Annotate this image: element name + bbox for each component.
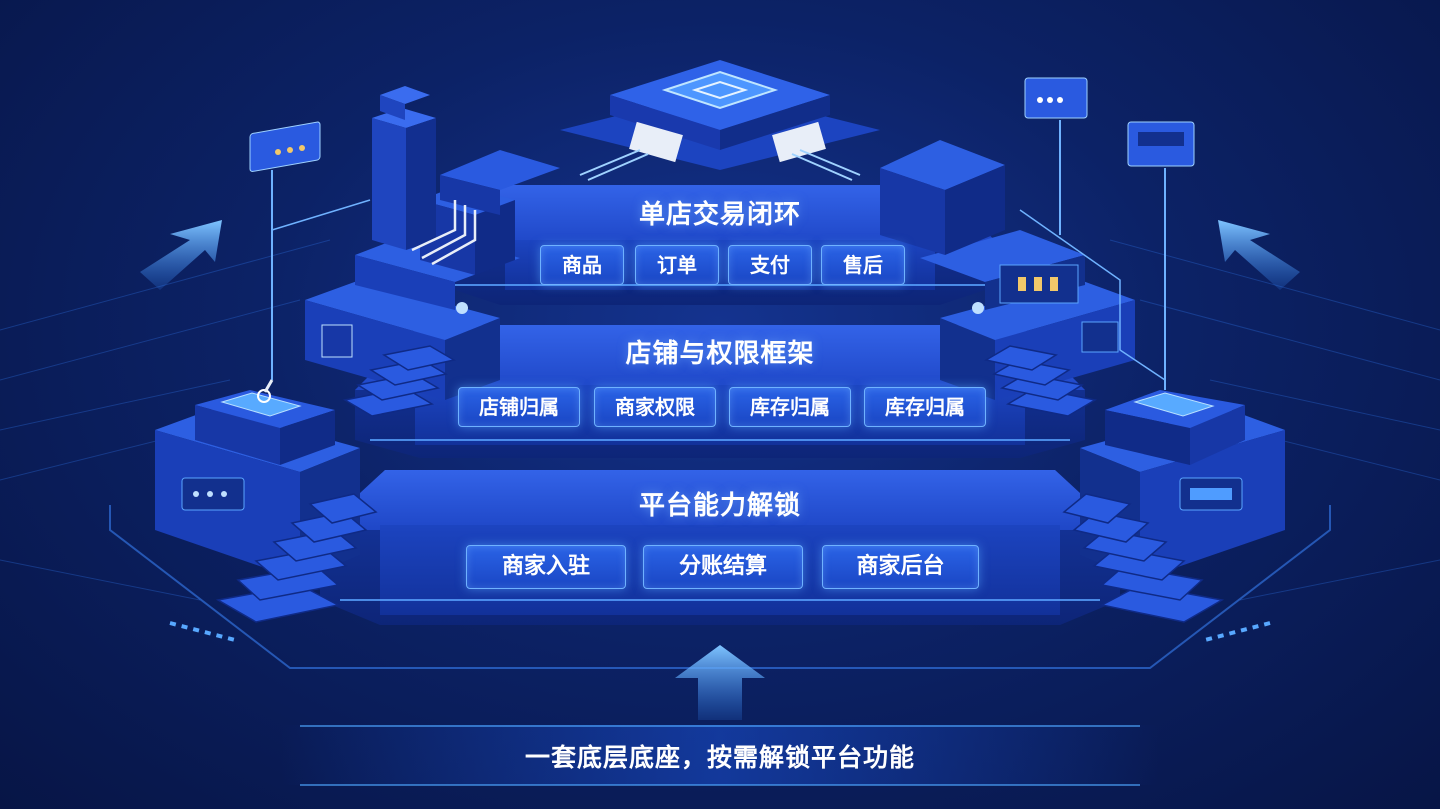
up-arrow-left-icon [140, 220, 222, 290]
chip-split-settlement: 分账结算 [643, 545, 803, 589]
sensor-left-icon [249, 121, 321, 393]
tier-title-middle: 店铺与权限框架 [625, 339, 815, 369]
chip-merchant-backend: 商家后台 [822, 545, 979, 589]
chip-merchant-permission: 商家权限 [594, 387, 716, 427]
left-stairs-middle [342, 345, 457, 417]
tier-title-bottom: 平台能力解锁 [638, 491, 801, 521]
top-left-cables [411, 200, 477, 266]
chip-inventory-ownership-1: 库存归属 [729, 387, 851, 427]
sensor-right-icon [1127, 121, 1195, 390]
caption-band [280, 725, 1160, 785]
caption: 一套底层底座，按需解锁平台功能 [524, 743, 915, 772]
right-stairs-middle [983, 345, 1098, 417]
chip-merchant-onboarding: 商家入驻 [466, 545, 626, 589]
chip-goods: 商品 [540, 245, 624, 285]
up-arrow-right-icon [1218, 220, 1300, 290]
floor-dash-left [169, 621, 236, 642]
chip-after-sales: 售后 [821, 245, 905, 285]
chip-payment: 支付 [728, 245, 812, 285]
left-connector-port [321, 324, 353, 358]
floor-dash-right [1204, 621, 1271, 642]
top-chip [560, 60, 880, 181]
chip-order: 订单 [635, 245, 719, 285]
tier-title-top: 单店交易闭环 [638, 200, 801, 230]
right-connection-line [1019, 209, 1166, 381]
left-stairs-bottom [215, 493, 378, 623]
top-left-block [355, 150, 560, 310]
right-stairs-bottom [1062, 493, 1225, 623]
left-connection-line [271, 199, 371, 231]
up-arrow-center-icon [675, 645, 765, 720]
chip-store-ownership: 店铺归属 [458, 387, 580, 427]
chip-inventory-ownership-2: 库存归属 [864, 387, 986, 427]
top-right-block [880, 140, 1085, 310]
tower-left [372, 86, 436, 250]
sensor-right-top-icon [1024, 77, 1088, 235]
